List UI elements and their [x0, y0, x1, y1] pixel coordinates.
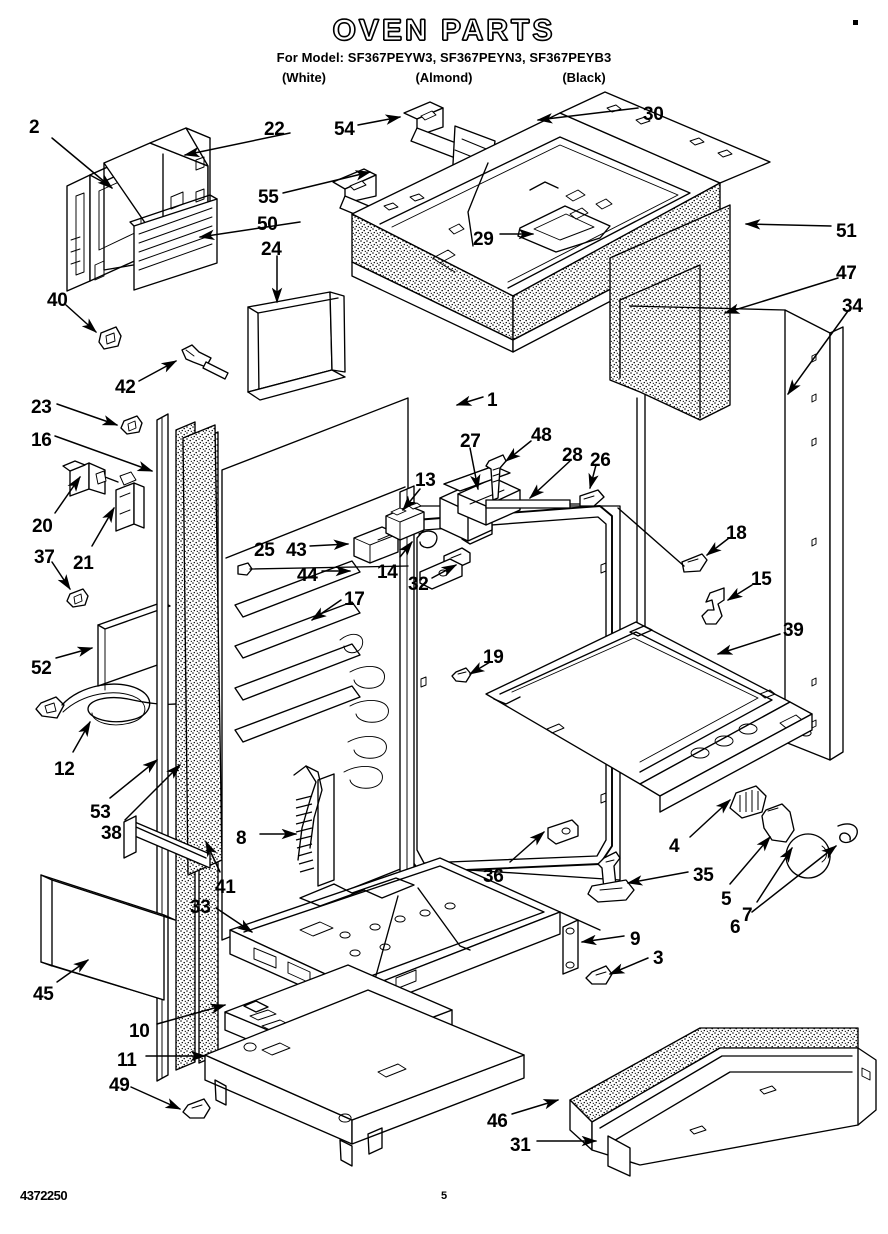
callout-number-15: 15: [751, 569, 772, 590]
callout-number-8: 8: [236, 828, 247, 849]
callout-number-50: 50: [257, 214, 278, 235]
callout-number-44: 44: [297, 565, 318, 586]
callout-number-43: 43: [286, 540, 307, 561]
callout-number-29: 29: [473, 229, 494, 250]
callout-number-37: 37: [34, 547, 55, 568]
leader-lines: [51, 107, 849, 1147]
part-group-cooktop-frame: [332, 91, 844, 761]
callout-number-26: 26: [590, 450, 611, 471]
callout-number-41: 41: [215, 877, 236, 898]
callout-number-12: 12: [54, 759, 75, 780]
callout-number-54: 54: [334, 119, 355, 140]
callout-number-46: 46: [487, 1111, 508, 1132]
color-variant-black: (Black): [562, 70, 606, 85]
callout-number-13: 13: [415, 470, 436, 491]
color-variants-row: (White) (Almond) (Black): [0, 70, 888, 85]
callout-number-48: 48: [531, 425, 552, 446]
callout-number-38: 38: [101, 823, 122, 844]
callout-number-33: 33: [190, 897, 211, 918]
part-group-oven-bottom: [485, 507, 813, 813]
callout-number-25: 25: [254, 540, 275, 561]
callout-number-51: 51: [836, 221, 857, 242]
part-group-control-panel: [66, 127, 218, 292]
callout-number-39: 39: [783, 620, 804, 641]
callout-number-2: 2: [29, 117, 40, 138]
color-variant-white: (White): [281, 70, 327, 85]
callout-number-45: 45: [33, 984, 54, 1005]
callout-number-10: 10: [129, 1021, 150, 1042]
callout-number-30: 30: [643, 104, 664, 125]
callout-number-4: 4: [669, 836, 680, 857]
color-variant-almond: (Almond): [415, 70, 473, 85]
callout-number-27: 27: [460, 431, 481, 452]
registration-mark: [853, 20, 858, 25]
callout-number-35: 35: [693, 865, 714, 886]
callout-number-16: 16: [31, 430, 52, 451]
callout-number-3: 3: [653, 948, 664, 969]
model-line: For Model: SF367PEYW3, SF367PEYN3, SF367…: [276, 50, 612, 65]
callout-number-53: 53: [90, 802, 111, 823]
publication-part-number: 4372250: [20, 1188, 68, 1203]
callout-number-5: 5: [721, 889, 732, 910]
callout-number-36: 36: [483, 866, 504, 887]
part-group-misc-hardware: [547, 785, 877, 1177]
callout-number-9: 9: [630, 929, 641, 950]
callout-number-47: 47: [836, 263, 857, 284]
part-group-base-assembly: [40, 815, 601, 1167]
callout-number-20: 20: [32, 516, 53, 537]
callout-number-40: 40: [47, 290, 68, 311]
part-group-oven-cavity: [156, 397, 621, 1082]
callout-number-11: 11: [117, 1050, 137, 1071]
callout-number-19: 19: [483, 647, 504, 668]
callout-number-42: 42: [115, 377, 136, 398]
callout-number-7: 7: [742, 905, 753, 926]
page-title: OVEN PARTS: [332, 13, 556, 47]
callout-number-28: 28: [562, 445, 583, 466]
callout-number-55: 55: [258, 187, 279, 208]
callout-number-31: 31: [510, 1135, 531, 1156]
part-group-vent-duct: [247, 291, 346, 401]
callout-number-24: 24: [261, 239, 282, 260]
page-number: 5: [440, 1190, 448, 1202]
callout-number-52: 52: [31, 658, 52, 679]
callout-number-49: 49: [109, 1075, 130, 1096]
callout-number-32: 32: [408, 574, 429, 595]
callout-number-23: 23: [31, 397, 52, 418]
callout-number-17: 17: [344, 589, 365, 610]
callout-number-6: 6: [730, 917, 741, 938]
callout-number-22: 22: [264, 119, 285, 140]
callout-number-21: 21: [73, 553, 94, 574]
callout-number-18: 18: [726, 523, 747, 544]
callout-number-1: 1: [487, 390, 498, 411]
callout-number-34: 34: [842, 296, 863, 317]
callout-number-14: 14: [377, 562, 398, 583]
